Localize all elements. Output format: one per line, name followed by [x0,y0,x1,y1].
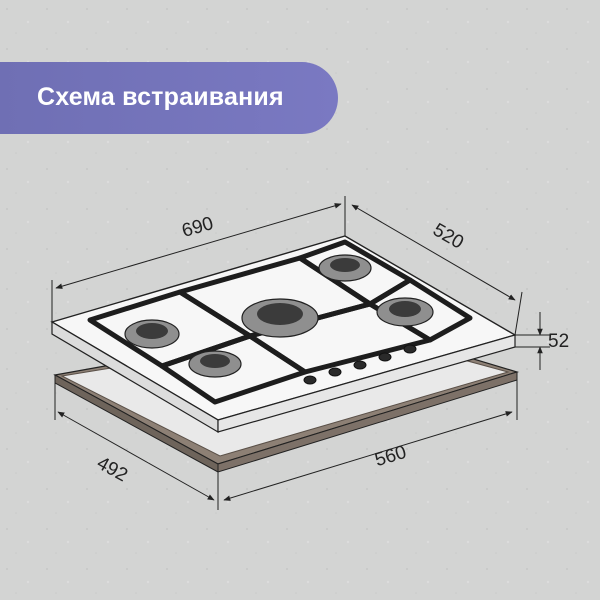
burner-front-left [124,319,180,349]
burner-center-large [241,298,319,338]
dimension-label-52: 52 [548,331,570,352]
dim-line-690 [55,203,342,289]
knob-1 [303,375,317,385]
dim-line-492 [57,411,215,501]
knob-5 [403,344,417,354]
burner-back-right [318,254,372,282]
knob-2 [328,367,342,377]
dim-line-560 [223,411,513,501]
dimension-lines [51,196,550,510]
title-banner [0,62,338,134]
knob-3 [353,360,367,370]
burner-front-center [188,350,242,378]
knob-4 [378,352,392,362]
banner-title: Схема встраивания [37,83,284,111]
burner-right [376,297,434,327]
control-knobs [303,344,417,385]
dim-line-520 [351,204,516,301]
